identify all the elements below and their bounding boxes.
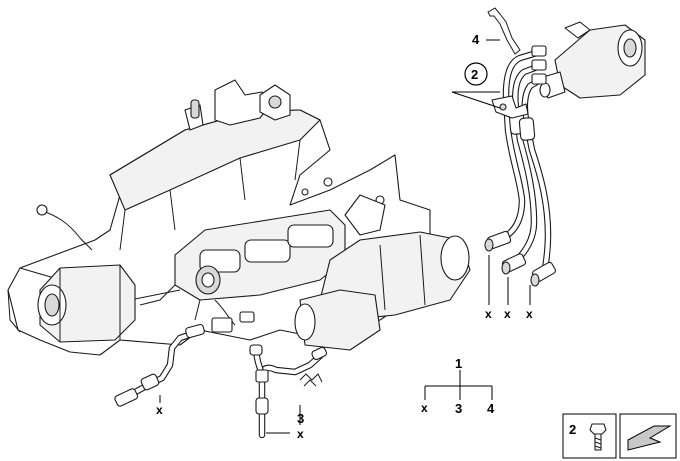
pressure-unit	[539, 21, 646, 99]
label-lower-hose-left: x	[156, 403, 163, 417]
label-hose-end-1: x	[485, 307, 492, 321]
legend-arrow-box	[619, 413, 677, 459]
screw-bolt-icon	[589, 423, 607, 451]
label-tree-4: 4	[487, 401, 495, 416]
label-line-holder: 4	[472, 32, 480, 47]
label-tree-x: x	[421, 401, 428, 415]
label-bracket: 2	[471, 67, 478, 82]
label-hose-end-2: x	[504, 307, 511, 321]
hydraulic-lines	[484, 45, 556, 287]
hose-end-fitting-2	[501, 253, 527, 275]
label-tree-3: 3	[455, 401, 462, 416]
direction-arrow-icon	[627, 425, 672, 451]
legend-bolt-box: 2	[562, 413, 617, 459]
lower-hose-middle	[249, 344, 328, 439]
lower-hose-left	[114, 323, 205, 407]
label-clip: 3	[297, 411, 304, 426]
label-tree-root: 1	[455, 356, 462, 371]
transmission-housing	[7, 79, 471, 356]
label-hose-end-3: x	[526, 307, 533, 321]
line-holder	[487, 7, 521, 55]
labels: 4 2 x x x x 3 x 1 x 3 4	[156, 32, 533, 441]
leader-lines	[159, 39, 531, 434]
label-circle	[464, 62, 488, 86]
label-lower-hose-right: x	[297, 427, 304, 441]
hose-end-fitting-1	[484, 230, 512, 252]
hose-end-fitting-3	[530, 261, 556, 287]
label-bolt-number: 2	[569, 422, 576, 437]
bracket	[491, 95, 529, 119]
